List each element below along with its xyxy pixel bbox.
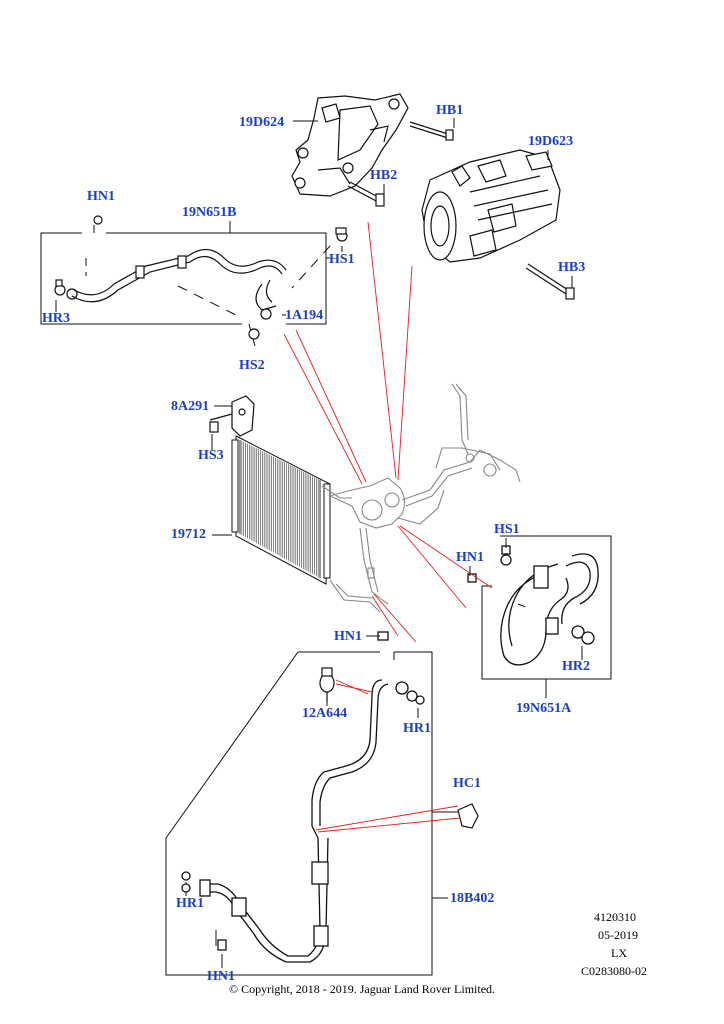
callout-hs1-right[interactable]: HS1 (494, 522, 520, 537)
callout-hr2[interactable]: HR2 (562, 659, 590, 674)
callout-1a194[interactable]: 1A194 (285, 308, 324, 323)
callout-hn1-mid[interactable]: HN1 (334, 629, 362, 644)
callout-hn1-right[interactable]: HN1 (456, 550, 484, 565)
callout-12a644[interactable]: 12A644 (302, 706, 348, 721)
ac-compressor-part (421, 149, 561, 263)
callout-hr1-left[interactable]: HR1 (176, 896, 204, 911)
callout-hb2[interactable]: HB2 (370, 168, 398, 183)
ac-hose-19n651b-part (54, 215, 348, 340)
hose-group-19n651a-frame (481, 535, 612, 698)
bolt-hb1-part (409, 121, 454, 141)
callout-hc1[interactable]: HC1 (453, 776, 481, 791)
callout-hb1[interactable]: HB1 (436, 103, 464, 118)
callout-hr3[interactable]: HR3 (42, 311, 70, 326)
callout-hs2[interactable]: HS2 (239, 358, 265, 373)
compressor-bracket-part (291, 93, 409, 197)
revision-date: 05-2019 (598, 928, 638, 942)
callout-hr1-right[interactable]: HR1 (403, 721, 431, 736)
callout-hn1-top[interactable]: HN1 (87, 189, 115, 204)
callout-8a291[interactable]: 8A291 (171, 399, 210, 414)
catalog-code: C0283080-02 (581, 964, 647, 978)
condenser-fins (239, 440, 321, 578)
bolt-hb2-part (347, 181, 385, 207)
callout-hb3[interactable]: HB3 (558, 260, 586, 275)
clip-hc1-part (457, 803, 479, 829)
pressure-sensor-12a644-part (319, 667, 335, 702)
model-code: LX (611, 946, 627, 960)
bracket-8a291-part (209, 395, 255, 437)
callout-19n651a[interactable]: 19N651A (516, 701, 572, 716)
callout-18b402[interactable]: 18B402 (450, 891, 495, 906)
bolt-hb3-part (525, 263, 575, 300)
callout-19n651b[interactable]: 19N651B (182, 205, 237, 220)
callout-hs3[interactable]: HS3 (198, 448, 224, 463)
hose-group-19n651b-frame (40, 221, 331, 347)
engine-bay-pipework (321, 383, 521, 613)
ac-hose-19n651a-part (467, 545, 599, 666)
reference-number: 4120310 (594, 910, 636, 924)
red-leader-lines (283, 221, 493, 833)
callout-hs1-top[interactable]: HS1 (329, 252, 355, 267)
copyright-notice: © Copyright, 2018 - 2019. Jaguar Land Ro… (228, 982, 496, 996)
callout-hn1-bottom[interactable]: HN1 (207, 969, 235, 984)
callout-19d623[interactable]: 19D623 (528, 134, 574, 149)
ac-line-18b402-part (181, 631, 425, 963)
callout-19712[interactable]: 19712 (171, 527, 206, 542)
callout-leader-lines (55, 118, 573, 706)
callout-19d624[interactable]: 19D624 (239, 115, 285, 130)
